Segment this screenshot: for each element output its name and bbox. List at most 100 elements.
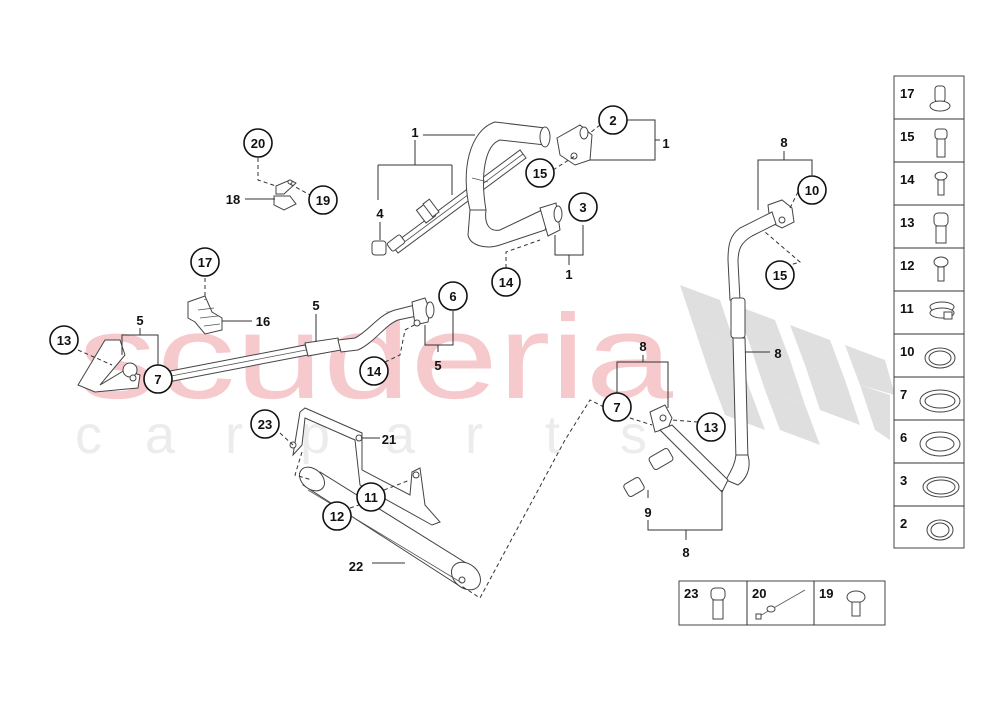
- part-label: 21: [382, 432, 396, 447]
- svg-text:13: 13: [57, 333, 71, 348]
- svg-text:t: t: [545, 405, 560, 465]
- svg-text:13: 13: [704, 420, 718, 435]
- svg-text:2: 2: [609, 113, 616, 128]
- callout-13[interactable]: 13: [49, 325, 79, 355]
- legend-item-2[interactable]: 2: [900, 516, 954, 541]
- callout-15[interactable]: 15: [765, 260, 795, 290]
- svg-text:14: 14: [900, 172, 915, 187]
- part-label: 22: [349, 559, 363, 574]
- callout-6[interactable]: 6: [438, 281, 468, 311]
- callout-13[interactable]: 13: [696, 412, 726, 442]
- leader-lines: [121, 119, 813, 564]
- part-number-labels: 1 1 4 1 18 5 16 5 5 8 8 8 9 8 21 22: [136, 125, 787, 574]
- callout-15[interactable]: 15: [525, 158, 555, 188]
- cable-tie-icon: [755, 589, 806, 620]
- callout-2[interactable]: 2: [598, 105, 628, 135]
- nut-part-4: [371, 240, 387, 256]
- legend-item-14[interactable]: 14: [900, 171, 948, 196]
- legend-item-23[interactable]: 23: [684, 586, 726, 620]
- hex-socket-bolt-icon: [933, 212, 949, 244]
- legend-item-11[interactable]: 11: [900, 301, 955, 320]
- o-ring-icon: [919, 431, 961, 457]
- part-label: 1: [565, 267, 572, 282]
- callout-10[interactable]: 10: [797, 175, 827, 205]
- ac-hose-assembly-5[interactable]: [77, 297, 435, 393]
- hose-clamp-icon: [929, 301, 955, 320]
- fastener-legend-column: 17 15 14 13: [893, 75, 965, 549]
- receiver-drier-22[interactable]: [295, 462, 486, 595]
- svg-text:11: 11: [364, 490, 378, 505]
- pan-head-screw-icon: [934, 171, 948, 196]
- svg-text:r: r: [225, 405, 243, 465]
- ac-hose-assembly-8[interactable]: [623, 199, 795, 498]
- svg-text:a: a: [385, 405, 416, 465]
- callouts[interactable]: 20 19 2 15 3 14 17 6 13 7 14 10 15 7 13 …: [49, 105, 827, 531]
- o-ring-icon: [924, 347, 956, 369]
- svg-text:15: 15: [900, 129, 914, 144]
- callout-14[interactable]: 14: [491, 267, 521, 297]
- legend-item-7[interactable]: 7: [900, 387, 961, 413]
- legend-item-15[interactable]: 15: [900, 128, 948, 158]
- callout-14[interactable]: 14: [359, 356, 389, 386]
- legend-item-6[interactable]: 6: [900, 430, 961, 457]
- svg-text:12: 12: [900, 258, 914, 273]
- part-label: 4: [376, 206, 384, 221]
- hose-clip-16[interactable]: [187, 295, 223, 335]
- dashed-connector-lines: [77, 124, 802, 599]
- svg-text:15: 15: [773, 268, 787, 283]
- ac-hose-assembly-1[interactable]: [371, 121, 593, 256]
- svg-text:7: 7: [613, 400, 620, 415]
- callout-17[interactable]: 17: [190, 247, 220, 277]
- part-label: 8: [780, 135, 787, 150]
- legend-item-17[interactable]: 17: [900, 85, 951, 112]
- callout-20[interactable]: 20: [243, 128, 273, 158]
- svg-text:20: 20: [251, 136, 265, 151]
- legend-item-19[interactable]: 19: [819, 586, 866, 617]
- callout-23[interactable]: 23: [250, 409, 280, 439]
- svg-text:6: 6: [449, 289, 456, 304]
- callout-7[interactable]: 7: [143, 364, 173, 394]
- part-label: 5: [434, 358, 441, 373]
- fastener-legend-row: 23 20 19: [678, 580, 886, 626]
- part-label: 16: [256, 314, 270, 329]
- part-label: 1: [411, 125, 418, 140]
- svg-text:14: 14: [499, 275, 514, 290]
- svg-text:13: 13: [900, 215, 914, 230]
- svg-text:12: 12: [330, 509, 344, 524]
- svg-text:17: 17: [198, 255, 212, 270]
- svg-text:20: 20: [752, 586, 766, 601]
- part-label: 18: [226, 192, 240, 207]
- svg-text:10: 10: [805, 183, 819, 198]
- part-label: 5: [312, 298, 319, 313]
- svg-text:7: 7: [900, 387, 907, 402]
- callout-12[interactable]: 12: [322, 501, 352, 531]
- pan-head-screw-icon: [846, 590, 866, 617]
- legend-item-13[interactable]: 13: [900, 212, 949, 244]
- svg-text:a: a: [145, 405, 176, 465]
- legend-item-12[interactable]: 12: [900, 256, 949, 282]
- svg-text:7: 7: [154, 372, 161, 387]
- hex-socket-bolt-icon: [934, 128, 948, 158]
- bracket-18[interactable]: [273, 179, 297, 211]
- legend-item-20[interactable]: 20: [752, 586, 806, 620]
- svg-text:23: 23: [258, 417, 272, 432]
- part-label: 8: [639, 339, 646, 354]
- hex-socket-bolt-icon: [710, 587, 726, 620]
- svg-text:6: 6: [900, 430, 907, 445]
- stud-bolt-icon: [929, 85, 951, 112]
- o-ring-icon: [919, 389, 961, 413]
- o-ring-icon: [926, 519, 954, 541]
- svg-text:23: 23: [684, 586, 698, 601]
- callout-7[interactable]: 7: [602, 392, 632, 422]
- callout-19[interactable]: 19: [308, 185, 338, 215]
- o-ring-icon: [922, 476, 960, 498]
- callout-3[interactable]: 3: [568, 192, 598, 222]
- part-label: 5: [136, 313, 143, 328]
- callout-11[interactable]: 11: [356, 482, 386, 512]
- svg-text:2: 2: [900, 516, 907, 531]
- svg-text:r: r: [465, 405, 483, 465]
- legend-item-10[interactable]: 10: [900, 344, 956, 369]
- svg-text:3: 3: [900, 473, 907, 488]
- legend-item-3[interactable]: 3: [900, 473, 960, 498]
